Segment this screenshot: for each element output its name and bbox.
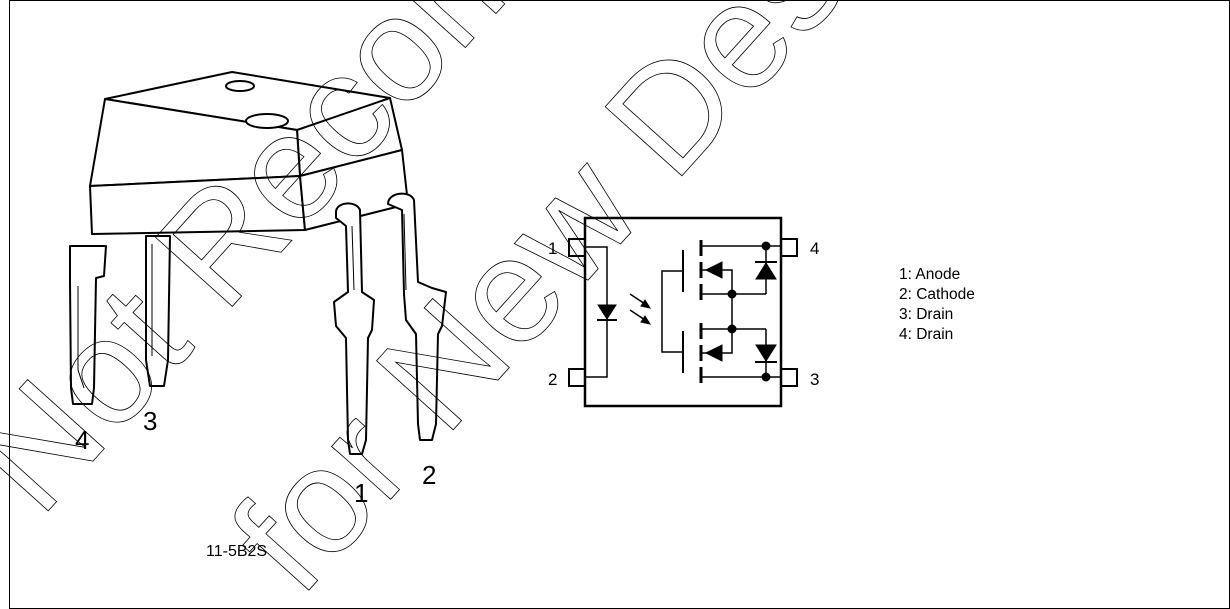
package-drawing — [69, 71, 447, 455]
led-triangle — [597, 304, 617, 320]
pin-4-lead — [69, 245, 107, 405]
diode-2-triangle — [755, 344, 777, 362]
schematic-body — [583, 216, 783, 408]
legend-item-cathode: 2: Cathode — [899, 286, 975, 303]
package-code: 11-5B2S — [206, 543, 268, 560]
node-drain-4 — [761, 241, 771, 251]
mosfet-1-arrow — [704, 261, 723, 279]
diode-1-triangle — [755, 262, 777, 280]
schematic-pin-3-tab — [780, 368, 798, 387]
pin-2-lead — [387, 192, 447, 441]
node-drain-3 — [761, 372, 771, 382]
pin-1-lead — [333, 202, 375, 455]
pin-legend: 1: Anode 2: Cathode 3: Drain 4: Drain — [899, 265, 975, 345]
legend-item-drain-3: 3: Drain — [899, 306, 954, 323]
package-pin-label-3: 3 — [143, 406, 157, 436]
package-hole-small — [225, 80, 255, 92]
legend-item-drain-4: 4: Drain — [899, 326, 954, 343]
pin-1-shade — [351, 225, 355, 291]
schematic-pin-label-4: 4 — [810, 239, 819, 258]
schematic-pin-label-3: 3 — [810, 370, 819, 389]
package-hole-large — [245, 113, 289, 129]
light-arrow-2-head — [640, 315, 652, 325]
schematic-pin-label-2: 2 — [548, 370, 557, 389]
package-pin-label-4: 4 — [75, 425, 89, 455]
schematic-pin-label-1: 1 — [548, 239, 557, 258]
package-pin-label-1: 1 — [354, 478, 368, 508]
mosfet-2-arrow — [704, 344, 723, 362]
pin-2-shade — [403, 213, 407, 291]
legend-item-anode: 1: Anode — [899, 266, 961, 283]
schematic-pin-4-tab — [780, 238, 798, 257]
schematic-pin-2-tab — [568, 368, 586, 387]
node-source-1 — [727, 289, 737, 299]
gate-wire — [661, 270, 683, 353]
pin-4-shade — [77, 286, 85, 389]
package-pin-label-2: 2 — [422, 460, 436, 490]
schematic — [568, 216, 798, 408]
light-arrow-1-head — [640, 299, 652, 309]
node-source-2 — [727, 324, 737, 334]
